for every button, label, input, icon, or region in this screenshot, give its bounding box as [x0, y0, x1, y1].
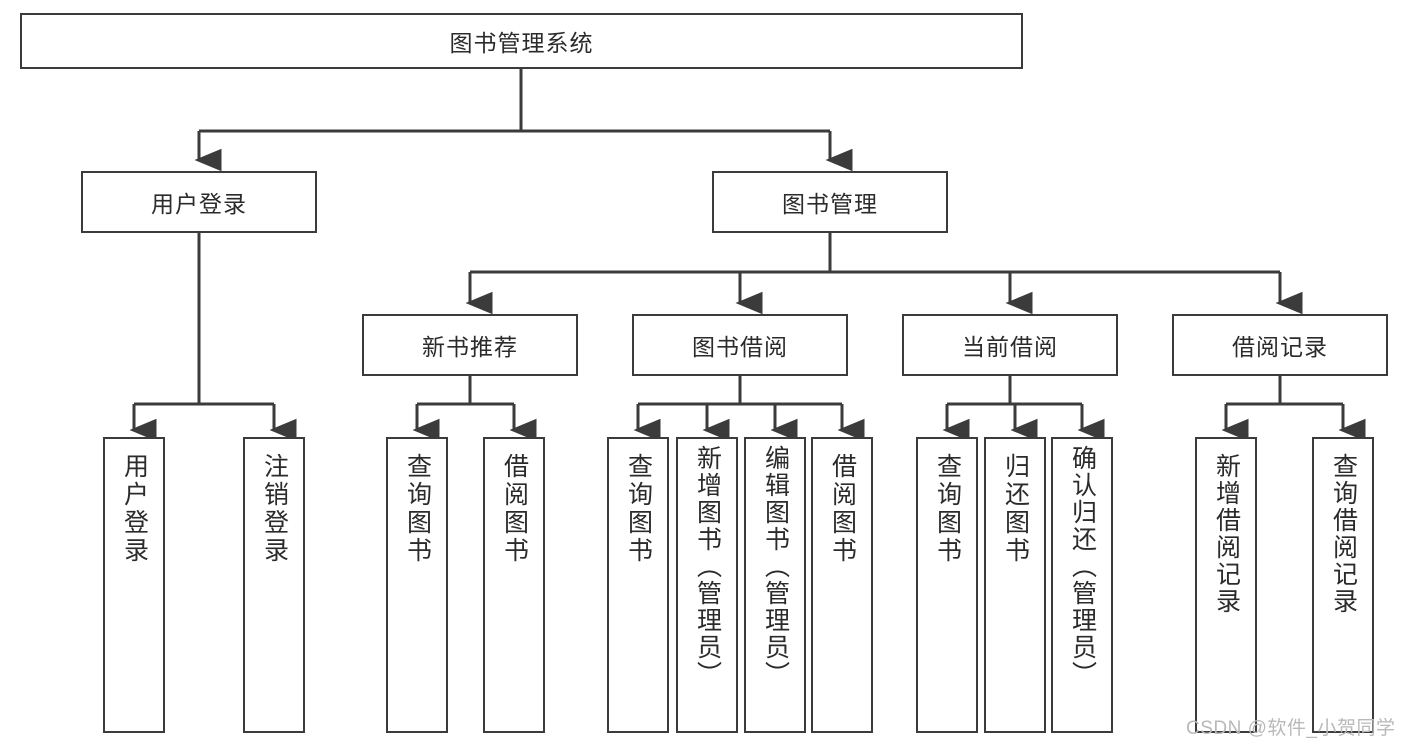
node-label: 查询图书 [624, 453, 653, 565]
node-label: 用户登录 [120, 453, 149, 565]
leaf-borrow-query-book[interactable]: 查询图书 [607, 437, 669, 733]
node-label: 借阅图书 [500, 453, 529, 565]
leaf-recommend-query-book[interactable]: 查询图书 [386, 437, 448, 733]
node-label: 新书推荐 [422, 334, 518, 360]
leaf-borrow-borrow-book[interactable]: 借阅图书 [811, 437, 873, 733]
leaf-borrow-edit-book-admin[interactable]: 编辑图书（管理员） [744, 437, 806, 733]
node-label: 借阅记录 [1232, 334, 1328, 360]
node-label: 新增借阅记录 [1212, 453, 1241, 615]
node-label: 用户登录 [151, 191, 247, 217]
leaf-recommend-borrow-book[interactable]: 借阅图书 [483, 437, 545, 733]
leaf-user-login[interactable]: 用户登录 [103, 437, 165, 733]
node-label: 归还图书 [1001, 453, 1030, 565]
node-label: 图书管理系统 [449, 30, 594, 56]
node-book-management[interactable]: 图书管理 [712, 171, 948, 233]
node-current-borrow[interactable]: 当前借阅 [902, 314, 1118, 376]
node-label: 查询借阅记录 [1329, 453, 1358, 615]
node-label: 新增图书（管理员） [693, 445, 722, 688]
leaf-current-return-book[interactable]: 归还图书 [984, 437, 1046, 733]
node-label: 图书借阅 [692, 334, 788, 360]
csdn-watermark: CSDN @软件_小贺同学 [1186, 718, 1396, 739]
leaf-record-add-record[interactable]: 新增借阅记录 [1195, 437, 1257, 733]
leaf-borrow-add-book-admin[interactable]: 新增图书（管理员） [676, 437, 738, 733]
node-label: 注销登录 [260, 453, 289, 565]
node-root-system[interactable]: 图书管理系统 [20, 13, 1023, 69]
leaf-current-query-book[interactable]: 查询图书 [916, 437, 978, 733]
leaf-record-query-record[interactable]: 查询借阅记录 [1312, 437, 1374, 733]
node-label: 确认归还（管理员） [1068, 445, 1097, 688]
node-new-book-recommend[interactable]: 新书推荐 [362, 314, 578, 376]
node-label: 查询图书 [403, 453, 432, 565]
node-label: 借阅图书 [828, 453, 857, 565]
node-book-borrow[interactable]: 图书借阅 [632, 314, 848, 376]
node-label: 当前借阅 [962, 334, 1058, 360]
node-borrow-record[interactable]: 借阅记录 [1172, 314, 1388, 376]
leaf-user-logout[interactable]: 注销登录 [243, 437, 305, 733]
node-label: 查询图书 [933, 453, 962, 565]
node-label: 图书管理 [782, 191, 878, 217]
node-label: 编辑图书（管理员） [761, 445, 790, 688]
leaf-current-confirm-return-admin[interactable]: 确认归还（管理员） [1051, 437, 1113, 733]
node-user-login[interactable]: 用户登录 [81, 171, 317, 233]
